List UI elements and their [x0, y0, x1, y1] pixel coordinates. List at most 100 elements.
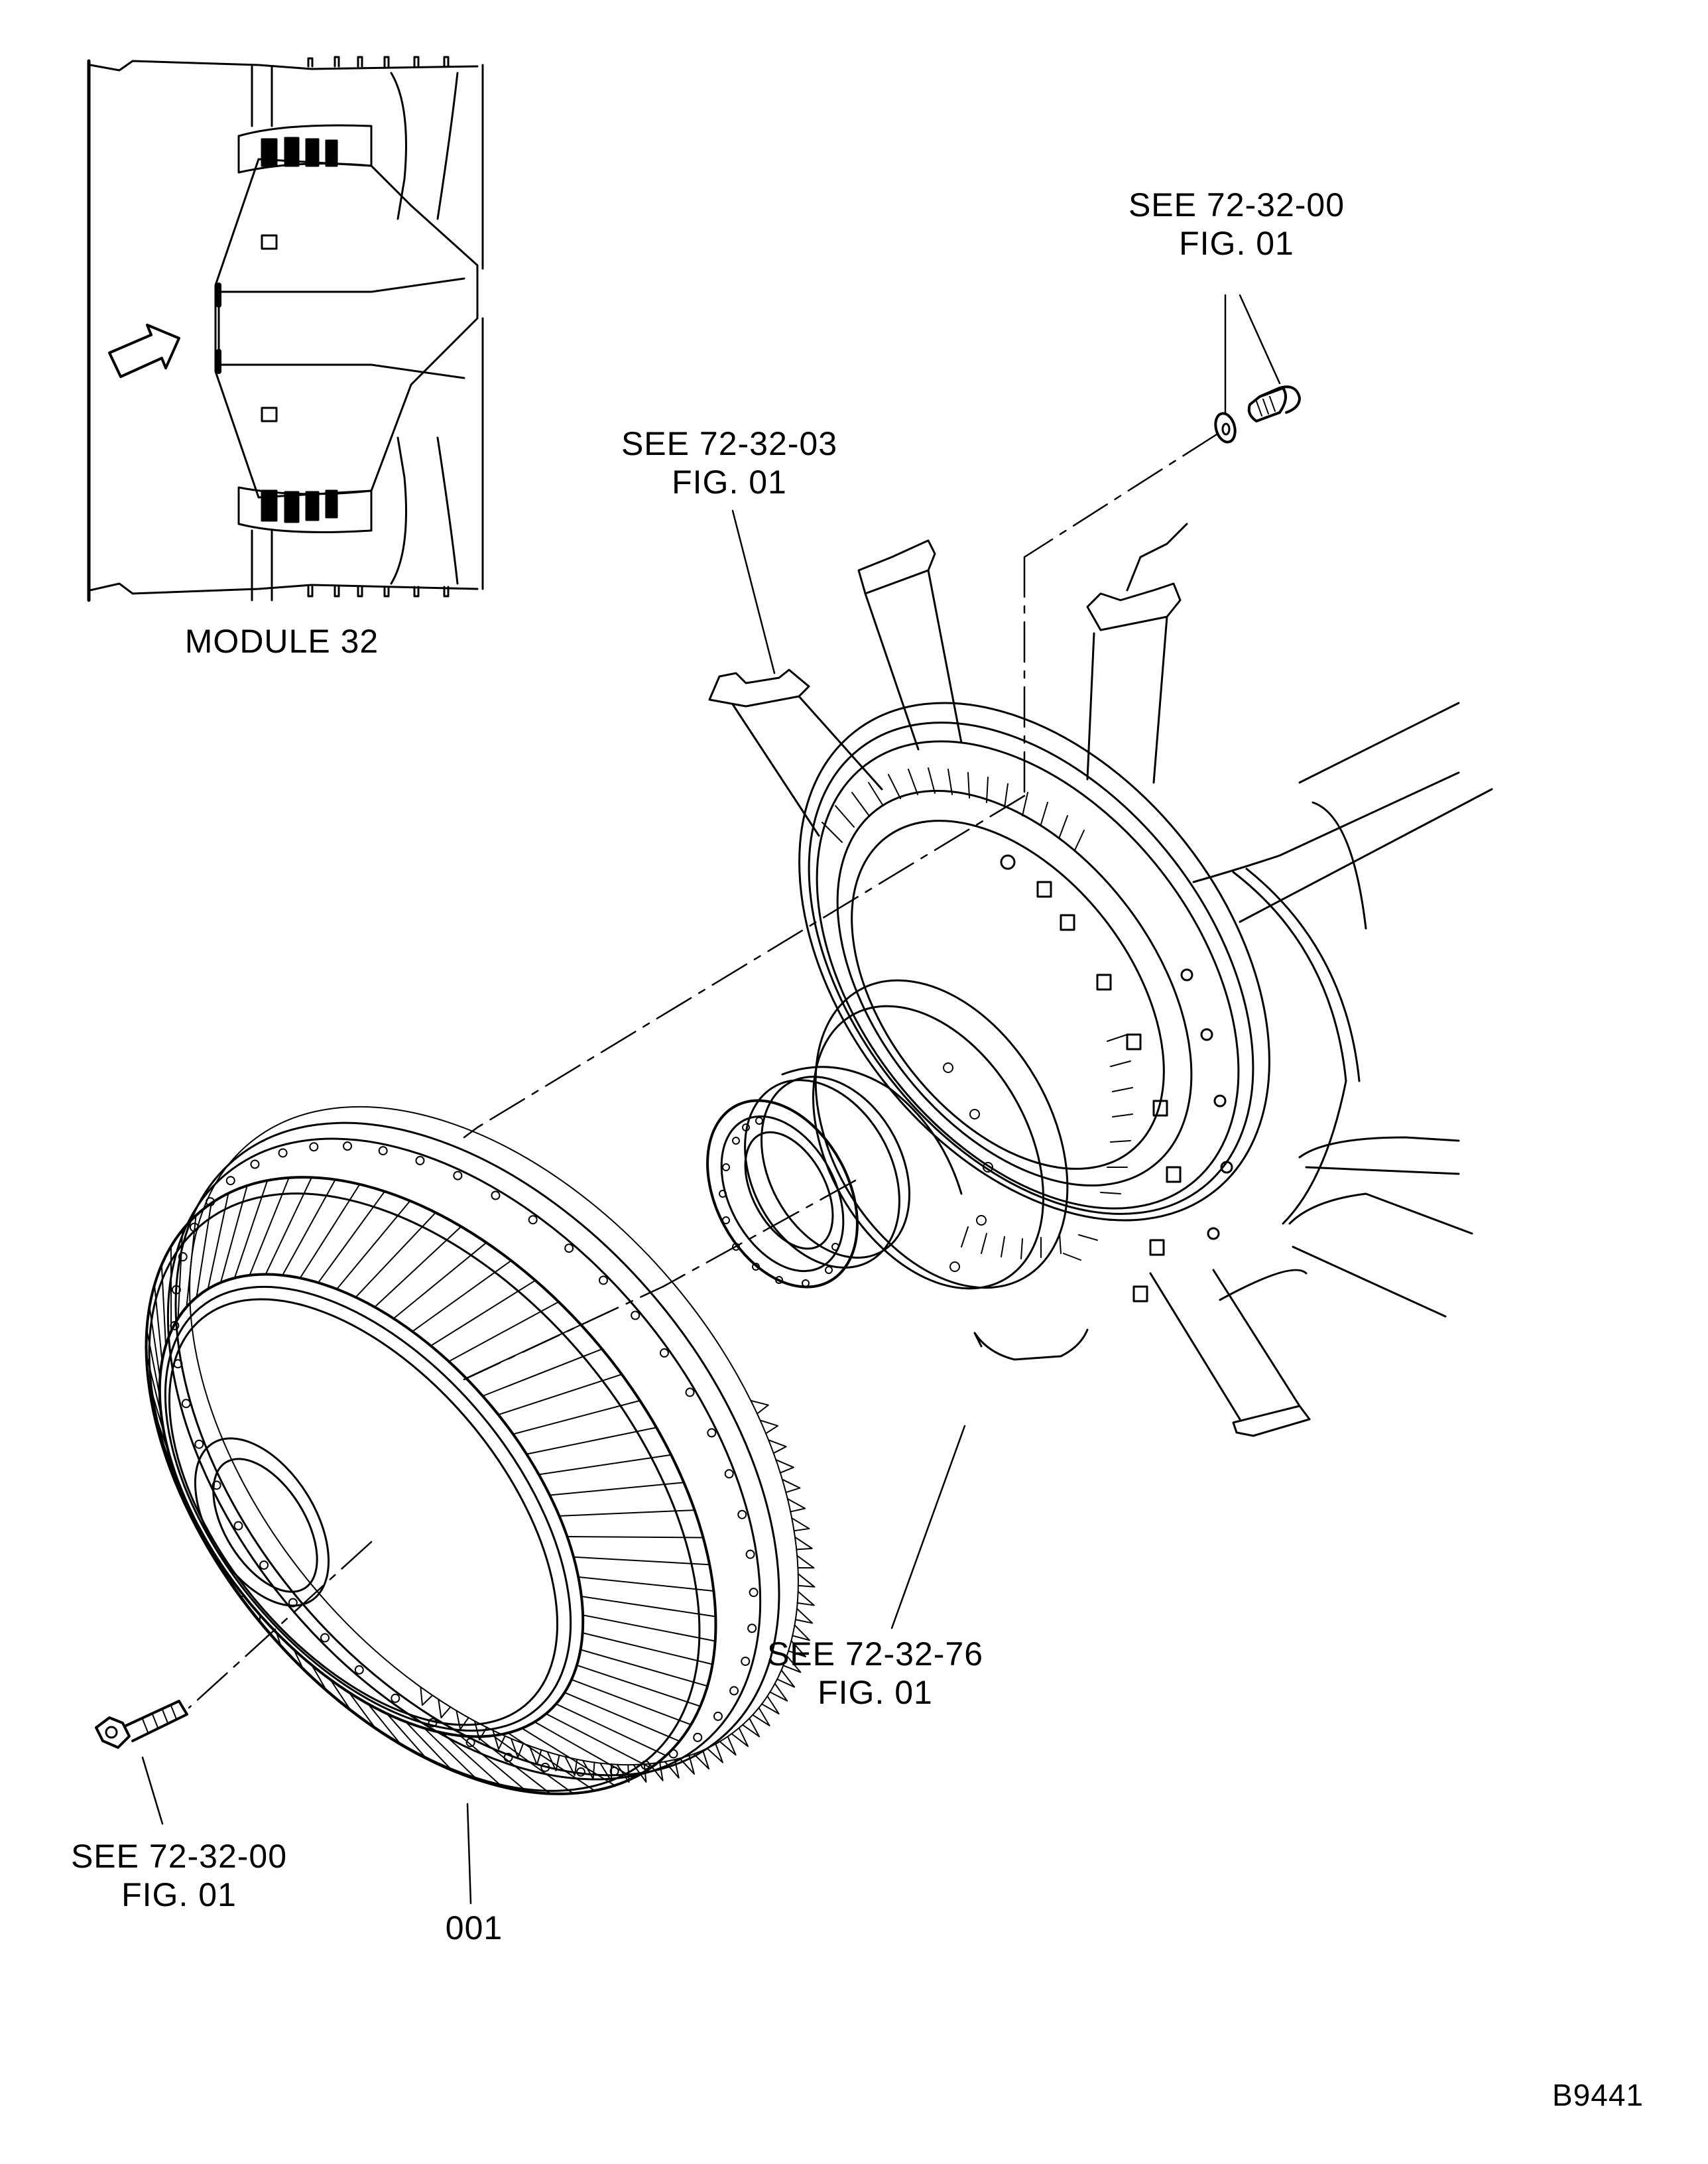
vane	[330, 1679, 352, 1712]
vane	[151, 1405, 170, 1455]
vane	[367, 1703, 402, 1746]
callout-figure: FIG. 01	[818, 1674, 933, 1711]
rim-tooth	[796, 1590, 815, 1606]
callout-reference: SEE 72-32-00	[1128, 186, 1345, 223]
vane	[355, 1212, 436, 1299]
vane	[317, 1190, 386, 1284]
vane	[492, 1735, 574, 1795]
callout-reference: SEE 72-32-03	[621, 425, 838, 462]
vane	[521, 1728, 616, 1787]
case-bosses	[1000, 854, 1233, 1303]
vane	[576, 1664, 702, 1707]
rim-tooth	[546, 1751, 560, 1771]
vane	[549, 1482, 685, 1496]
stator-vanes-hatch	[822, 767, 1133, 1261]
rim-tooth	[791, 1517, 810, 1532]
rim-tooth	[438, 1698, 452, 1719]
flange-hole	[503, 1753, 513, 1763]
vane	[459, 1735, 528, 1793]
view-direction-arrow	[108, 324, 180, 378]
flange-hole	[354, 1665, 364, 1675]
bolt-and-washer-illustration	[1214, 385, 1301, 444]
rim-tooth	[759, 1419, 778, 1434]
intermediate-case-illustration	[708, 523, 1493, 1437]
rim-tooth	[664, 1759, 680, 1779]
figure-id: B9441	[1532, 2076, 1664, 2114]
flange-hole	[749, 1588, 759, 1598]
flange-hole	[598, 1275, 608, 1285]
rim-tooth	[473, 1720, 488, 1741]
rim-tooth	[741, 1718, 761, 1738]
rim-tooth	[528, 1745, 542, 1765]
rim-tooth	[781, 1478, 801, 1494]
flange-hole	[491, 1190, 501, 1200]
flange-hole	[540, 1762, 550, 1772]
flange-hole	[465, 1738, 475, 1748]
stator-vane-assembly-illustration	[145, 1106, 816, 1795]
vane	[233, 1179, 269, 1279]
flange-hole	[170, 1320, 180, 1330]
flange-hole	[729, 1686, 739, 1696]
item-number-001: 001	[424, 1909, 524, 1947]
rim-tooth	[761, 1695, 780, 1715]
rim-tooth	[775, 1459, 794, 1474]
vane	[497, 1373, 623, 1416]
vane	[293, 1649, 304, 1670]
rim-tooth	[794, 1536, 813, 1551]
vane	[219, 1184, 248, 1283]
flange-hole	[668, 1749, 678, 1759]
rim-tooth	[719, 1736, 737, 1756]
flange-hole	[609, 1766, 619, 1776]
callout-see-72-32-00-top: SEE 72-32-00 FIG. 01	[1097, 186, 1376, 263]
flange-hole	[278, 1148, 288, 1158]
vane	[448, 1301, 560, 1362]
vane	[311, 1664, 328, 1692]
flange-hole	[194, 1439, 204, 1449]
vane	[538, 1454, 672, 1476]
flange-hole	[309, 1142, 319, 1152]
rim-tooth	[731, 1727, 749, 1748]
flange-hole	[181, 1399, 191, 1409]
flange-hole	[576, 1767, 585, 1777]
rim-tooth	[633, 1763, 647, 1783]
hub-illustration	[706, 979, 1069, 1290]
vane	[282, 1178, 336, 1276]
vane	[545, 1713, 652, 1769]
hub-flange-holes	[719, 1062, 993, 1287]
vane	[386, 1712, 428, 1759]
vane	[430, 1279, 536, 1347]
vane	[146, 1329, 160, 1397]
vane	[336, 1200, 411, 1290]
vane	[566, 1535, 704, 1539]
vane	[582, 1614, 716, 1642]
vane	[580, 1649, 709, 1687]
vane	[177, 1229, 184, 1319]
rim-tooth	[786, 1498, 806, 1513]
leader-lines	[141, 294, 1281, 1905]
flange-hole	[747, 1623, 757, 1633]
flange-hole	[233, 1521, 243, 1531]
flange-hole	[713, 1711, 723, 1721]
vane	[482, 1348, 603, 1397]
vane	[476, 1736, 551, 1795]
flange-hole	[741, 1656, 751, 1666]
flange-hole	[171, 1285, 181, 1295]
vane	[526, 1427, 658, 1455]
rim-tooth	[792, 1624, 810, 1641]
vane	[424, 1727, 478, 1781]
figure-id-text: B9441	[1552, 2078, 1644, 2112]
flange-hole	[212, 1480, 221, 1490]
vane	[578, 1576, 715, 1592]
callout-figure: FIG. 01	[672, 464, 787, 501]
flange-hole	[707, 1428, 717, 1438]
flange-hole	[320, 1633, 330, 1643]
rim-tooth	[679, 1755, 695, 1775]
rim-tooth	[768, 1439, 787, 1454]
flange-hole	[453, 1171, 463, 1180]
rim-teeth	[420, 1399, 816, 1783]
inset-module-32-illustration	[87, 56, 484, 602]
vane	[299, 1183, 361, 1279]
rim-tooth	[750, 1399, 769, 1415]
vane	[411, 1259, 512, 1332]
